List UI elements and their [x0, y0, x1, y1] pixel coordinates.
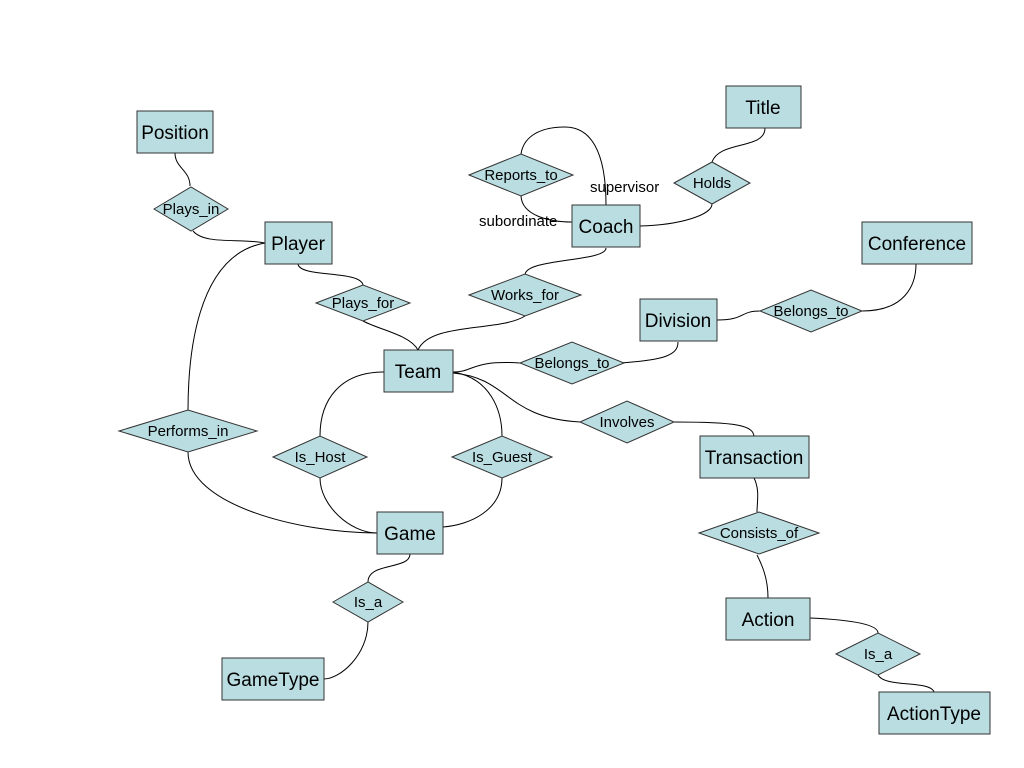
relationship-label: Holds — [693, 175, 731, 192]
entity-transaction: Transaction — [699, 435, 810, 479]
role-label-subordinate: subordinate — [479, 213, 557, 230]
relationship-is-host: Is_Host — [271, 435, 369, 479]
entity-label: Team — [395, 362, 441, 383]
edge-team-belongs-to — [452, 362, 521, 373]
edge-is-guest-game — [442, 477, 503, 528]
relationship-label: Consists_of — [720, 525, 799, 542]
edge-holds-title — [711, 127, 766, 163]
edge-consists-of-action — [756, 554, 769, 599]
entity-label: Action — [742, 610, 795, 631]
entity-game-type: GameType — [221, 657, 325, 701]
relationship-is-guest: Is_Guest — [450, 435, 554, 479]
entity-position: Position — [136, 110, 214, 154]
edge-division-belongs-to — [716, 310, 761, 321]
entity-label: ActionType — [887, 704, 981, 725]
edge-works-for-team — [417, 315, 526, 351]
relationship-plays-in: Plays_in — [153, 186, 229, 232]
relationship-works-for: Works_for — [467, 273, 583, 317]
entity-label: Player — [271, 234, 326, 255]
relationship-label: Is_Guest — [472, 449, 533, 466]
entity-team: Team — [383, 349, 454, 393]
entity-player: Player — [264, 221, 333, 265]
relationship-holds: Holds — [672, 161, 752, 205]
edge-transaction-consists-of — [753, 477, 759, 513]
edge-game-is-a — [367, 553, 411, 583]
edge-team-is-host — [319, 371, 385, 437]
relationship-label: Reports_to — [484, 167, 557, 184]
relationship-performs-in: Performs_in — [117, 409, 259, 453]
entity-label: Position — [141, 123, 209, 144]
relationship-label: Works_for — [491, 287, 559, 304]
entity-action-type: ActionType — [878, 691, 991, 735]
relationship-label: Is_a — [864, 646, 893, 663]
edge-is-host-game — [319, 477, 378, 534]
edge-coach-reports-to-supervisor — [520, 126, 607, 206]
relationship-action-is-a: Is_a — [834, 632, 922, 676]
relationship-belongs-to-conference: Belongs_to — [758, 289, 864, 333]
entity-label: Transaction — [705, 448, 804, 469]
edge-reports-to-coach-subordinate — [520, 195, 573, 223]
relationship-label: Belongs_to — [773, 303, 848, 320]
edge-player-plays-for — [297, 263, 364, 286]
edge-involves-transaction — [673, 421, 755, 438]
entity-label: GameType — [227, 670, 320, 691]
edge-coach-works-for — [524, 247, 607, 276]
relationship-belongs-to-division: Belongs_to — [518, 341, 626, 385]
entity-label: Game — [384, 524, 436, 545]
edge-belongs-to-conference — [861, 263, 917, 312]
edge-plays-for-team — [362, 320, 419, 351]
edge-coach-holds — [639, 203, 713, 227]
entity-coach: Coach — [571, 204, 641, 248]
entity-game: Game — [376, 511, 444, 555]
edge-plays-in-player — [192, 230, 266, 244]
entity-conference: Conference — [861, 221, 973, 265]
edge-team-involves — [452, 372, 581, 423]
relationship-plays-for: Plays_for — [314, 284, 412, 322]
entity-label: Division — [645, 311, 712, 332]
relationship-label: Involves — [599, 414, 654, 431]
relationship-label: Plays_for — [332, 295, 395, 312]
entity-label: Coach — [579, 217, 634, 238]
relationship-consists-of: Consists_of — [697, 511, 821, 555]
role-label-supervisor: supervisor — [590, 179, 659, 196]
connectors — [174, 126, 935, 693]
relationship-label: Is_Host — [295, 449, 347, 466]
relationship-involves: Involves — [578, 400, 676, 444]
relationship-label: Performs_in — [148, 423, 229, 440]
relationship-label: Is_a — [354, 594, 383, 611]
edge-belongs-to-division — [619, 341, 679, 364]
edge-team-is-guest — [452, 371, 503, 437]
edge-is-a-game-type — [323, 621, 369, 680]
entity-label: Conference — [868, 234, 966, 255]
edge-action-is-a — [809, 617, 879, 634]
edge-position-plays-in — [174, 152, 191, 187]
entity-title: Title — [725, 85, 802, 129]
edge-player-performs-in — [187, 242, 266, 412]
entity-action: Action — [725, 597, 811, 641]
entity-division: Division — [639, 298, 718, 342]
relationship-game-is-a: Is_a — [331, 581, 405, 623]
relationship-label: Belongs_to — [534, 355, 609, 372]
edge-performs-in-game — [187, 451, 378, 534]
edge-is-a-action-type — [877, 674, 935, 693]
entity-label: Title — [745, 98, 780, 119]
relationship-label: Plays_in — [163, 201, 220, 218]
relationship-reports-to: Reports_to — [467, 153, 575, 197]
